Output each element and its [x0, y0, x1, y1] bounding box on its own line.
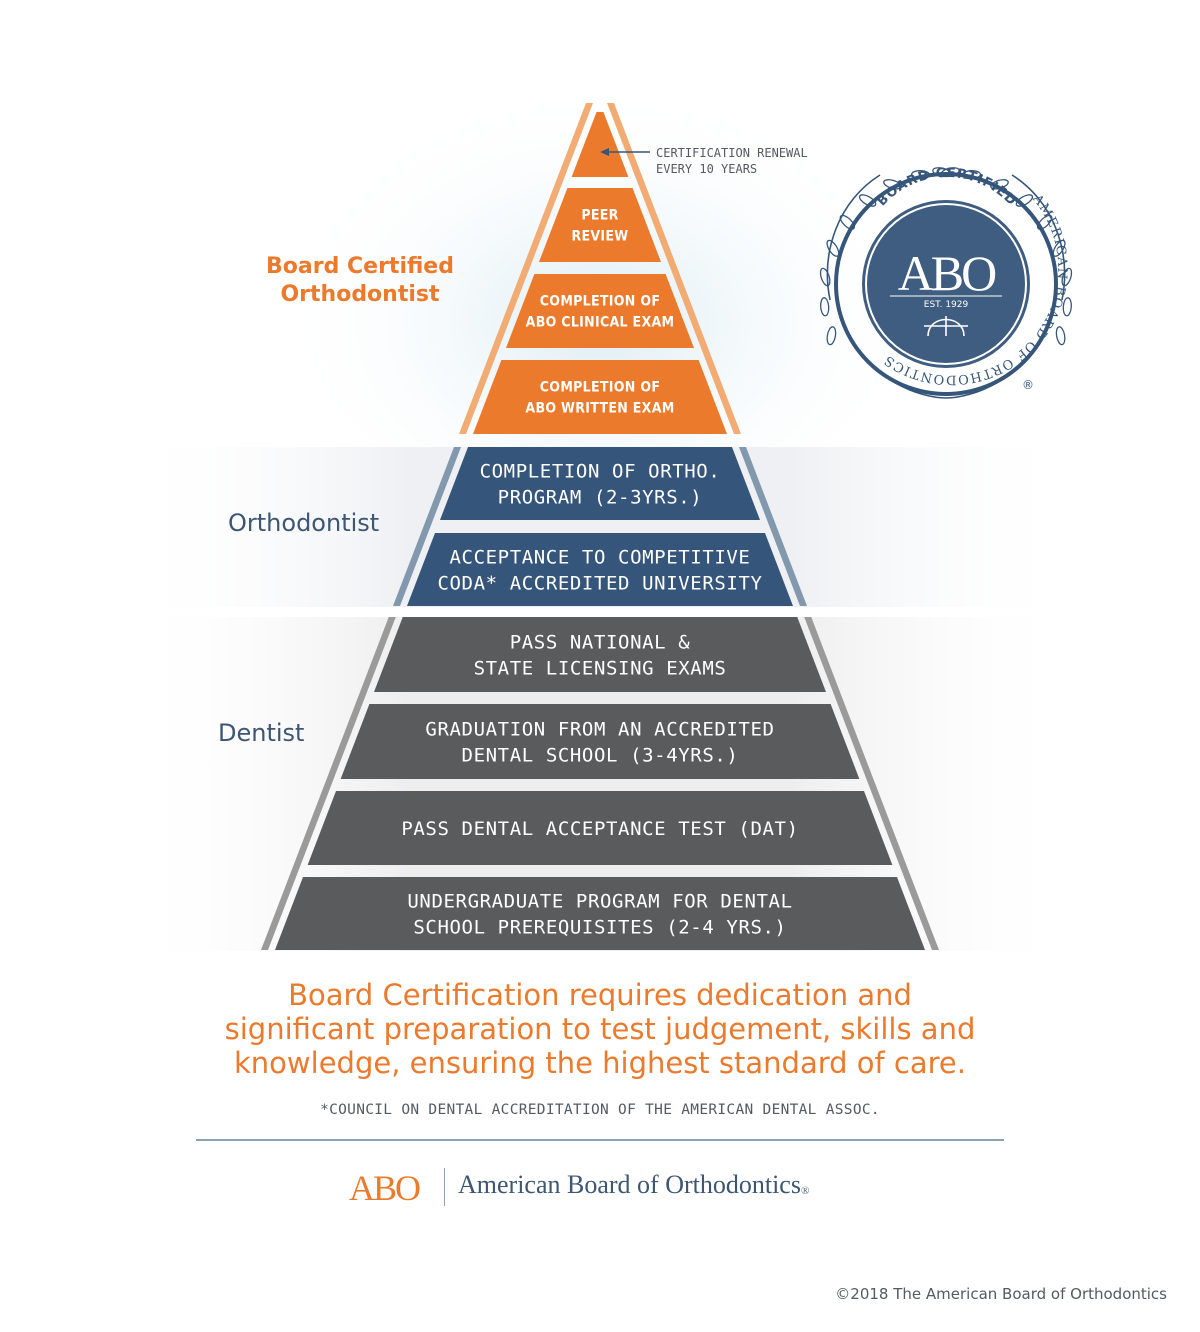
tier-shape — [373, 617, 827, 692]
pyramid-tier-2: PEER REVIEW — [538, 188, 662, 262]
laurel-leaf — [1062, 297, 1072, 317]
pyramid-tiers: PEER REVIEW COMPLETION OF ABO CLINICAL EXAM… — [275, 112, 925, 950]
tier-label-line: PROGRAM (2-3YRS.) — [498, 486, 703, 508]
laurel-leaf — [819, 267, 831, 287]
tier-shape — [571, 112, 629, 177]
tier-shape — [275, 877, 925, 950]
pyramid-tier-5: COMPLETION OF ORTHO. PROGRAM (2-3YRS.) — [439, 447, 761, 520]
laurel-leaf — [1061, 267, 1073, 287]
laurel-leaf — [820, 297, 830, 317]
laurel-leaf — [1037, 214, 1053, 230]
tier-label-line: PEER — [581, 208, 618, 224]
laurel-leaf — [826, 326, 837, 346]
seal-established: EST. 1929 — [924, 300, 969, 310]
tier-label-line: ABO CLINICAL EXAM — [526, 315, 675, 331]
pyramid-tier-8: GRADUATION FROM AN ACCREDITED DENTAL SCHO… — [340, 704, 860, 779]
renewal-note-line2: EVERY 10 YEARS — [656, 162, 757, 176]
tier-label-line: PASS DENTAL ACCEPTANCE TEST (DAT) — [401, 818, 798, 840]
band-label-dentist: Dentist — [218, 719, 305, 747]
tier-label-line: ACCEPTANCE TO COMPETITIVE — [450, 546, 751, 568]
tier-label-line: UNDERGRADUATE PROGRAM FOR DENTAL — [407, 890, 792, 912]
tooth-arch-icon — [924, 316, 968, 337]
tier-label-line: GRADUATION FROM AN ACCREDITED — [425, 718, 774, 740]
tier-label-line: REVIEW — [571, 229, 628, 245]
copyright: ©2018 The American Board of Orthodontics — [835, 1285, 1167, 1303]
tier-label-line: SCHOOL PREREQUISITES (2-4 YRS.) — [413, 916, 786, 938]
band-label-board-certified: Board Certified Orthodontist — [230, 253, 490, 309]
footer-registered-mark: ® — [800, 1185, 810, 1197]
seal-center-disc — [862, 200, 1030, 368]
laurel-leaf — [1015, 194, 1034, 207]
tier-shape — [505, 274, 695, 348]
tier-label-line: COMPLETION OF — [540, 380, 660, 396]
footer-org-name: American Board of Orthodontics® — [458, 1170, 809, 1200]
edge-orange-left — [458, 103, 593, 434]
tier-label-line: PASS NATIONAL & — [510, 631, 691, 653]
pyramid-tier-3: COMPLETION OF ABO CLINICAL EXAM — [505, 274, 695, 348]
pyramid-edges — [261, 103, 939, 950]
footer-separator — [444, 1168, 445, 1206]
tier-shape — [472, 360, 728, 434]
arrow-left-icon — [600, 148, 609, 156]
tier-label-line: COMPLETION OF ORTHO. — [480, 460, 721, 482]
renewal-note-line1: CERTIFICATION RENEWAL — [656, 146, 808, 160]
tagline-line2: significant preparation to test judgemen… — [224, 1012, 976, 1046]
tier-shape — [307, 791, 893, 865]
seal-center-ring — [865, 203, 1027, 365]
tier-shape — [406, 533, 794, 606]
edge-orange-right — [607, 103, 742, 434]
seal-registered-mark: ® — [1022, 378, 1034, 392]
footer-org-text: American Board of Orthodontics — [458, 1170, 801, 1199]
pyramid-tier-6: ACCEPTANCE TO COMPETITIVE CODA* ACCREDITE… — [406, 533, 794, 606]
laurel-leaf — [839, 214, 855, 230]
tier-label-line: CODA* ACCREDITED UNIVERSITY — [437, 572, 762, 594]
seal-outer-ring — [834, 172, 1058, 396]
edge-navy-right — [738, 447, 808, 606]
band-label-orthodontist: Orthodontist — [228, 509, 380, 537]
footer-divider — [196, 1139, 1004, 1141]
tagline-line3: knowledge, ensuring the highest standard… — [234, 1046, 966, 1080]
pyramid-tier-7: PASS NATIONAL & STATE LICENSING EXAMS — [373, 617, 827, 692]
band-label-board-certified-line1: Board Certified — [266, 254, 454, 279]
footnote: *COUNCIL ON DENTAL ACCREDITATION OF THE … — [320, 1102, 880, 1118]
tier-shape — [538, 188, 662, 262]
edge-gray-right — [804, 617, 939, 950]
tagline-line1: Board Certification requires dedication … — [288, 978, 912, 1012]
band-label-board-certified-line2: Orthodontist — [280, 282, 440, 307]
edge-gray-left — [261, 617, 396, 950]
tier-shape — [340, 704, 860, 779]
abo-logo-icon: ABO — [349, 1168, 421, 1208]
tier-label-line: ABO WRITTEN EXAM — [525, 401, 674, 417]
pyramid-tier-10: UNDERGRADUATE PROGRAM FOR DENTAL SCHOOL P… — [275, 877, 925, 950]
tier-label-line: STATE LICENSING EXAMS — [474, 657, 727, 679]
pyramid-tier-9: PASS DENTAL ACCEPTANCE TEST (DAT) — [307, 791, 893, 865]
seal-center-text: ABO — [898, 245, 996, 301]
tier-label-line: DENTAL SCHOOL (3-4YRS.) — [462, 744, 739, 766]
laurel-leaf — [1055, 326, 1066, 346]
pyramid-tier-4: COMPLETION OF ABO WRITTEN EXAM — [472, 360, 728, 434]
tagline: Board Certification requires dedication … — [150, 978, 1050, 1080]
pyramid-tier-1 — [571, 112, 629, 177]
edge-navy-left — [392, 447, 462, 606]
tier-label-line: COMPLETION OF — [540, 294, 660, 310]
tier-shape — [439, 447, 761, 520]
laurel-leaf — [858, 194, 877, 207]
renewal-annotation: CERTIFICATION RENEWAL EVERY 10 YEARS — [600, 146, 808, 176]
